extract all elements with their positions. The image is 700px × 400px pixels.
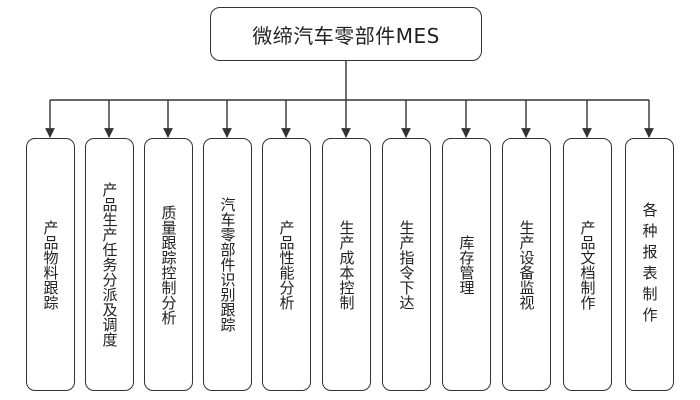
module-node-documentation: 产品文档制作 xyxy=(563,138,612,391)
module-label: 各种报表制作 xyxy=(640,201,659,328)
module-node-material-tracking: 产品物料跟踪 xyxy=(26,138,75,391)
module-label: 生产成本控制 xyxy=(337,219,356,310)
module-node-part-identification: 汽车零部件识别跟踪 xyxy=(203,138,252,391)
module-label: 产品文档制作 xyxy=(578,219,597,310)
module-label: 质量跟踪控制分析 xyxy=(159,204,178,325)
module-label: 产品物料跟踪 xyxy=(41,219,60,310)
module-label: 生产设备监视 xyxy=(517,219,536,310)
root-node: 微缔汽车零部件MES xyxy=(210,7,482,61)
module-node-reports: 各种报表制作 xyxy=(625,138,674,391)
module-node-quality-tracking: 质量跟踪控制分析 xyxy=(144,138,193,391)
root-label: 微缔汽车零部件MES xyxy=(252,23,440,48)
module-label: 产品生产任务分派及调度 xyxy=(100,182,119,347)
module-node-cost-control: 生产成本控制 xyxy=(322,138,371,391)
module-label: 产品性能分析 xyxy=(277,219,296,310)
module-label: 汽车零部件识别跟踪 xyxy=(218,197,237,332)
module-node-equipment-monitoring: 生产设备监视 xyxy=(502,138,551,391)
module-node-task-dispatch: 产品生产任务分派及调度 xyxy=(85,138,134,391)
module-node-inventory: 库存管理 xyxy=(442,138,491,391)
module-node-performance-analysis: 产品性能分析 xyxy=(262,138,311,391)
module-label: 生产指令下达 xyxy=(397,219,416,310)
module-label: 库存管理 xyxy=(457,234,476,295)
module-node-order-release: 生产指令下达 xyxy=(382,138,431,391)
